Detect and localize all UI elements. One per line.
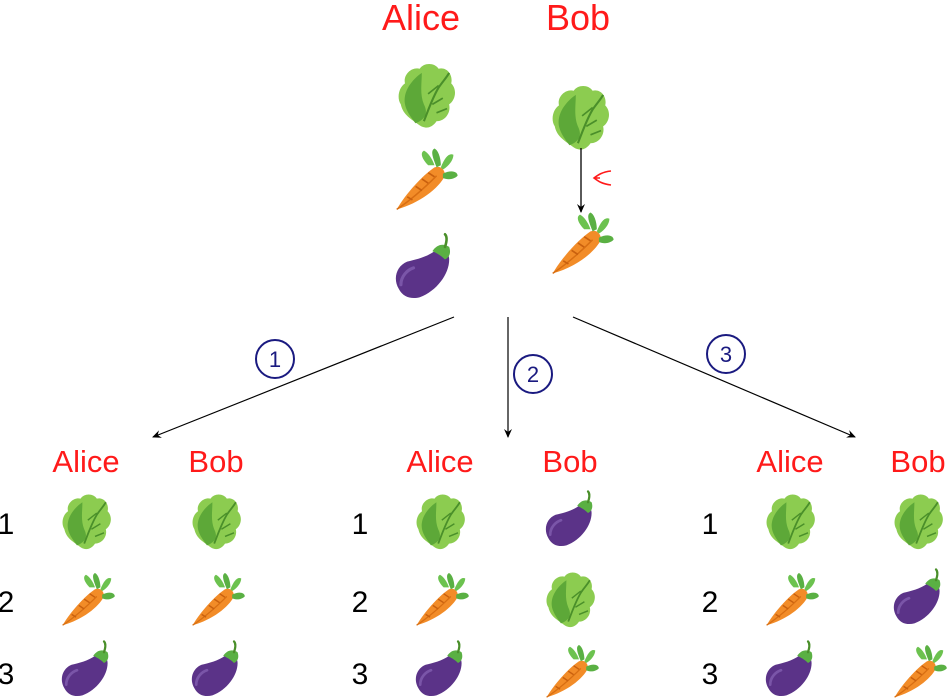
panel-1-rank-2: 2 — [0, 586, 14, 619]
branch-arrow-3 — [572, 316, 856, 438]
panel-2-rank-3: 3 — [352, 658, 369, 691]
panel-1-alice-eggplant-icon — [60, 640, 110, 698]
panel-3-alice-eggplant-icon — [764, 640, 814, 698]
outcome-panels: Alice Bob 1 2 3 Alice Bob 1 2 3 Alice Bob 1 2 3 — [0, 444, 948, 698]
step-1-badge: 1 — [255, 339, 295, 379]
panel-2-alice-carrot-icon — [415, 572, 470, 626]
panel-2-rank-2: 2 — [352, 586, 369, 619]
panel-2-rank-1: 1 — [352, 508, 369, 541]
panel-2-bob-eggplant-icon — [544, 490, 594, 548]
panel-1-bob-lettuce-icon — [191, 493, 242, 550]
panel-1-rank-1: 1 — [0, 508, 14, 541]
top-alice-label: Alice — [382, 0, 460, 38]
top-alice-carrot-icon — [395, 147, 459, 211]
panel-3-bob-eggplant-icon — [892, 568, 942, 626]
outcome-panel-1: Alice Bob 1 2 3 — [0, 444, 246, 698]
top-alice-lettuce-icon — [397, 62, 457, 129]
panel-3-alice-carrot-icon — [765, 572, 820, 626]
panel-1-bob-eggplant-icon — [190, 640, 240, 698]
panel-2-alice-lettuce-icon — [415, 493, 466, 550]
outcome-panel-2: Alice Bob 1 2 3 — [352, 444, 600, 698]
step-3-badge: 3 — [706, 334, 746, 374]
panel-3-rank-1: 1 — [702, 508, 719, 541]
panel-2-alice-label: Alice — [406, 444, 473, 479]
step-2-badge: 2 — [513, 354, 553, 394]
panel-3-rank-3: 3 — [702, 658, 719, 691]
svg-text:1: 1 — [269, 347, 281, 372]
top-bob-label: Bob — [546, 0, 610, 38]
panel-3-bob-carrot-icon — [893, 644, 948, 698]
panel-3-bob-lettuce-icon — [893, 493, 944, 550]
svg-text:3: 3 — [720, 342, 732, 367]
panel-3-alice-label: Alice — [756, 444, 823, 479]
branch-arrow-1 — [152, 316, 455, 438]
panel-2-bob-carrot-icon — [545, 644, 600, 698]
panel-1-alice-label: Alice — [52, 444, 119, 479]
top-bob-carrot-icon — [551, 211, 615, 275]
panel-3-rank-2: 2 — [702, 586, 719, 619]
svg-text:2: 2 — [527, 362, 539, 387]
panel-1-bob-carrot-icon — [191, 572, 246, 626]
top-bob-lettuce-icon — [551, 84, 611, 151]
panel-1-alice-lettuce-icon — [61, 493, 112, 550]
panel-3-bob-label: Bob — [890, 444, 945, 479]
panel-2-alice-eggplant-icon — [414, 640, 464, 698]
preference-succ-symbol — [592, 170, 612, 186]
outcome-panel-3: Alice Bob 1 2 3 — [702, 444, 948, 698]
panel-3-alice-lettuce-icon — [765, 493, 816, 550]
panel-2-bob-lettuce-icon — [545, 571, 596, 628]
panel-1-alice-carrot-icon — [61, 572, 116, 626]
panel-1-rank-3: 3 — [0, 658, 14, 691]
top-alice-eggplant-icon — [394, 232, 452, 300]
panel-1-bob-label: Bob — [188, 444, 243, 479]
panel-2-bob-label: Bob — [542, 444, 597, 479]
